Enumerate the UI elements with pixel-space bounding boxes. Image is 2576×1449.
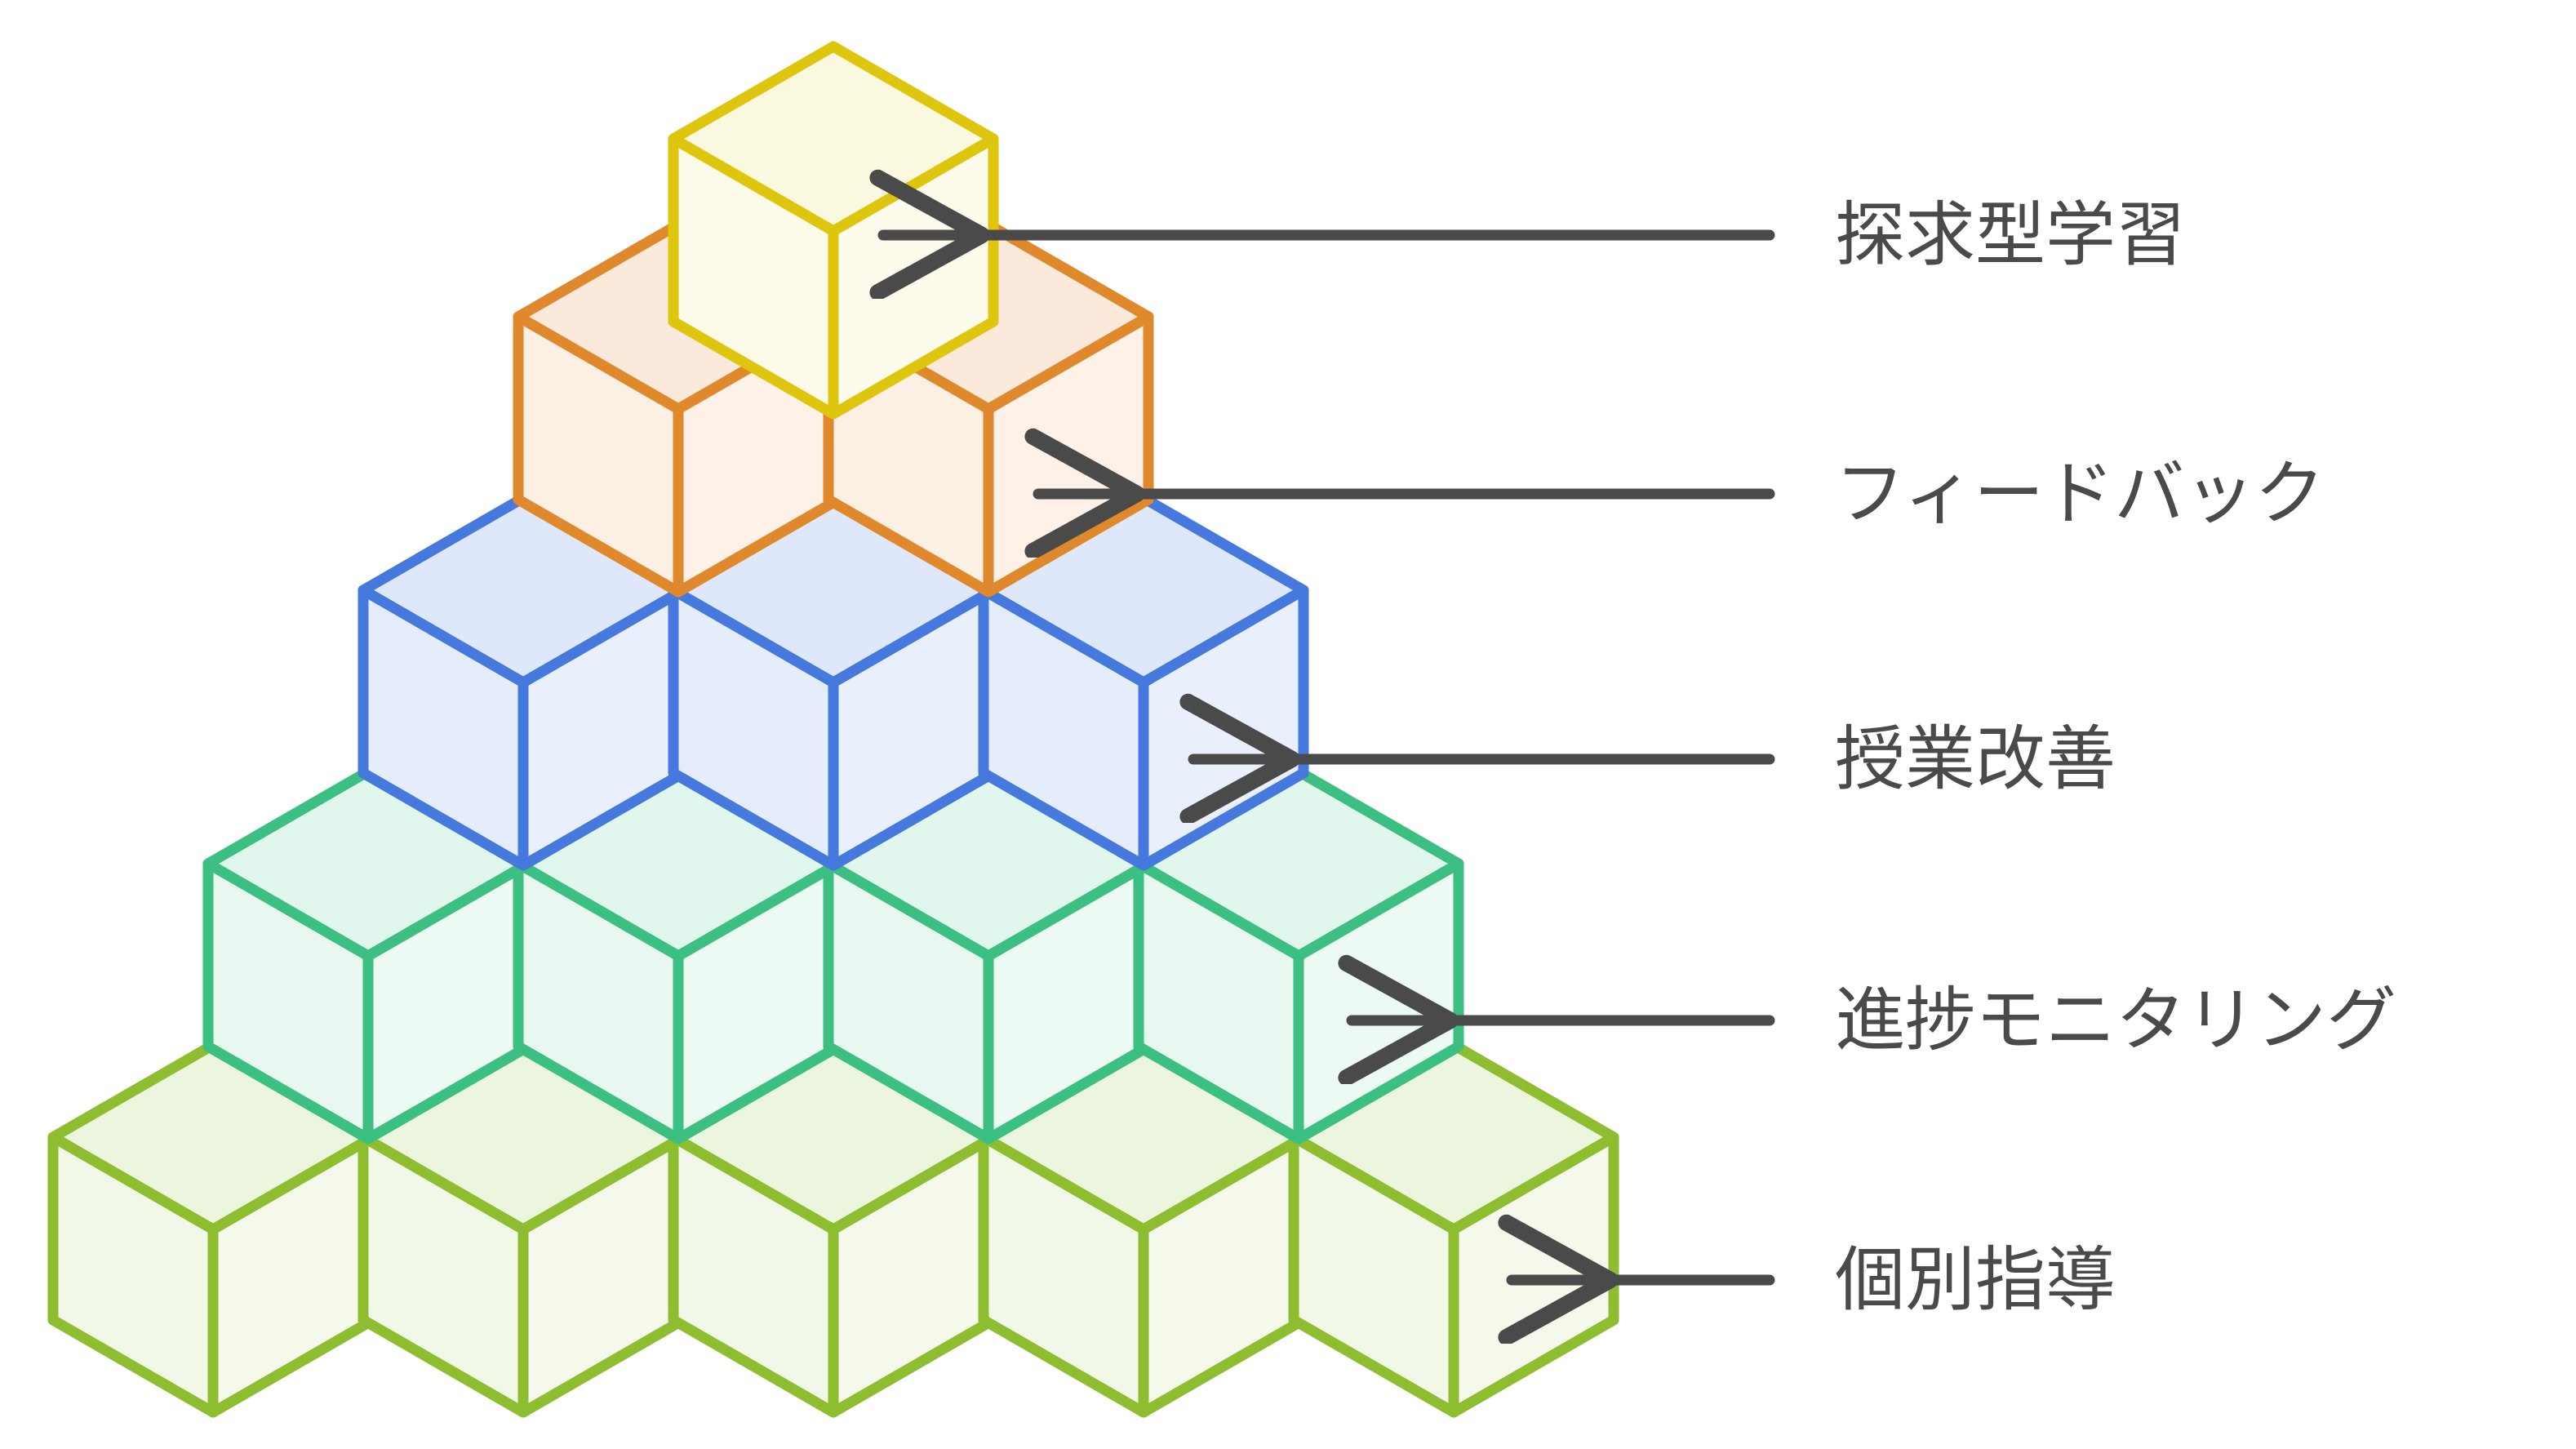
level-label-individual-instruction: 個別指導 — [1835, 1239, 2116, 1321]
callout-labels: 探求型学習 フィードバック 授業改善 進捗モニタリング 個別指導 — [1835, 194, 2396, 1321]
level-label-progress-monitoring: 進捗モニタリング — [1835, 980, 2396, 1061]
pyramid-level-3-lesson-improvement[interactable] — [358, 492, 1309, 871]
cube — [202, 766, 534, 1145]
level-label-feedback: フィードバック — [1835, 453, 2325, 535]
pyramid-level-5-individual-instruction[interactable] — [47, 1039, 1619, 1418]
cube — [668, 492, 999, 871]
callout-arrows — [883, 235, 1775, 1280]
level-label-inquiry-learning: 探求型学習 — [1835, 194, 2186, 276]
level-label-lesson-improvement: 授業改善 — [1835, 718, 2116, 800]
